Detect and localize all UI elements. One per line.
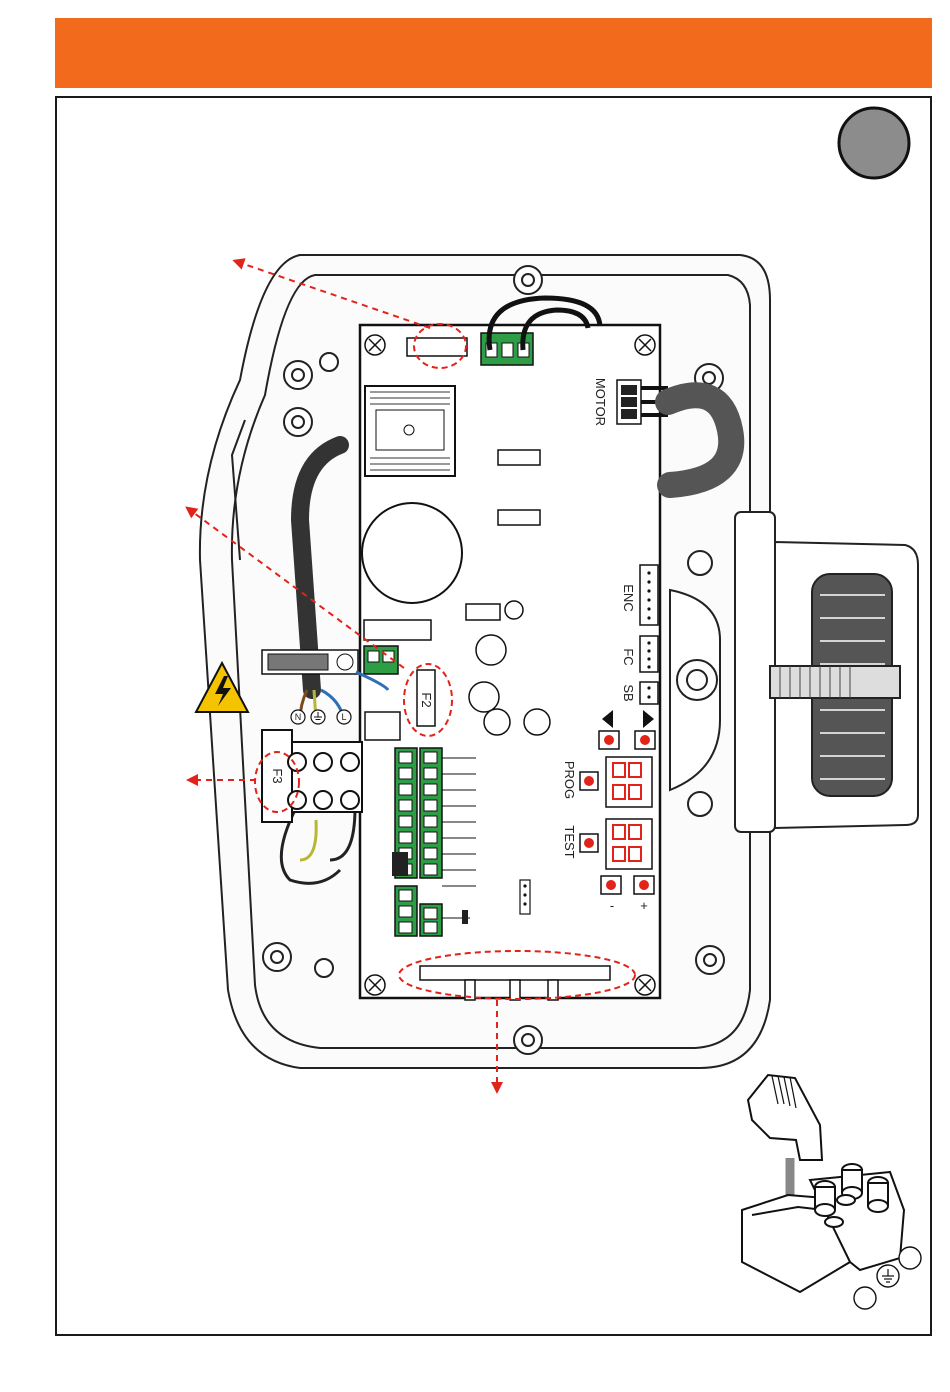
test-label: TEST [562,825,577,858]
fc-label: FC [621,648,636,665]
prog-label: PROG [562,761,577,799]
top-header-connector [407,338,467,356]
fuse-f2-label: F2 [419,692,434,707]
sb-connector: SB [621,682,658,704]
terminal-markers: N L [291,710,351,724]
sb-label: SB [621,684,636,701]
term-n-label: N [295,712,302,722]
enc-label: ENC [621,584,636,611]
relay-2 [498,510,540,525]
mains-terminal-block: F3 [262,730,362,822]
jumper-header [520,880,530,914]
cable-clamp [262,650,358,674]
term-l-label: L [341,712,346,722]
fuse-holder-insert-illustration [742,1075,921,1309]
motor-label: MOTOR [593,378,608,426]
seven-segment-display-2 [606,819,652,869]
control-board: F2 [360,325,660,1000]
capacitor-large [362,503,462,603]
relay-1 [498,450,540,465]
minus-label: - [610,898,614,913]
plus-label: + [640,898,648,913]
fuse-f3-label: F3 [270,768,285,783]
seven-segment-display-1 [606,757,652,807]
step-indicator-icon [839,108,909,178]
